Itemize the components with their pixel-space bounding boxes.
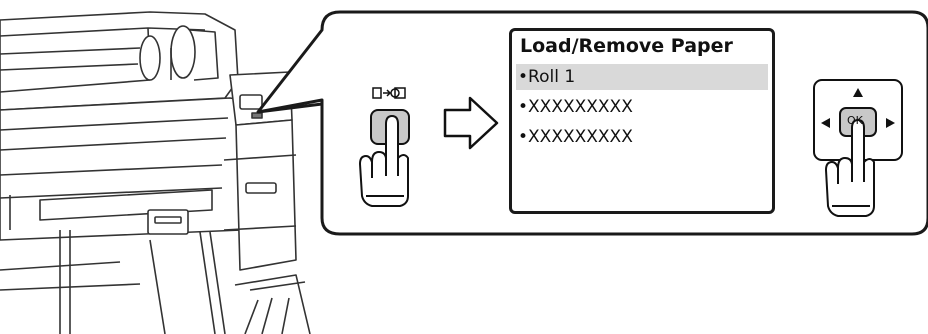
pressing-hand-left	[359, 115, 409, 207]
arrow-left-icon	[821, 118, 830, 128]
right-arrow-icon	[443, 96, 499, 150]
ok-button-label: OK	[847, 114, 863, 127]
pressing-hand-right	[825, 119, 875, 217]
menu-item-roll-1[interactable]: •Roll 1	[516, 64, 768, 90]
printer-illustration	[0, 11, 311, 334]
lcd-screen: Load/Remove Paper •Roll 1 •XXXXXXXXX •XX…	[509, 28, 775, 214]
arrow-right-icon	[886, 118, 895, 128]
screen-title: Load/Remove Paper	[520, 35, 733, 57]
menu-item-3[interactable]: •XXXXXXXXX	[518, 127, 633, 147]
load-remove-paper-icon	[372, 87, 406, 99]
menu-item-2[interactable]: •XXXXXXXXX	[518, 97, 633, 117]
arrow-up-icon	[853, 88, 863, 97]
